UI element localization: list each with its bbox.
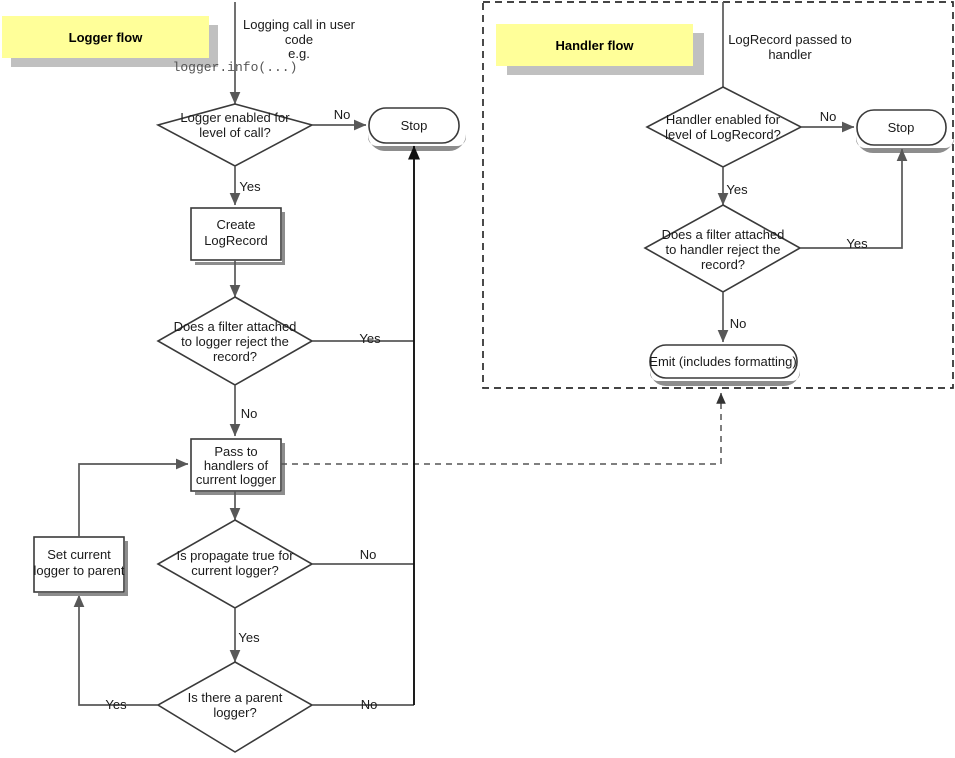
entry-note-line2-handler: handler [768, 47, 812, 62]
terminator-emit[interactable] [649, 344, 798, 379]
handler-flow-panel-border [482, 1, 954, 389]
edge-label-logger-enabled-yes: Yes [239, 179, 261, 194]
decision-handler-filter-line3: record? [701, 257, 745, 272]
process-pass-handlers-line3: current logger [196, 472, 277, 487]
entry-note-line1-logger: Logging call in user [243, 17, 356, 32]
process-pass-handlers-shadow2 [282, 443, 285, 495]
process-create-logrecord-line2: LogRecord [204, 233, 268, 248]
decision-logger-filter-line2: to logger reject the [181, 334, 289, 349]
entry-note-line1-handler: LogRecord passed to [728, 32, 852, 47]
decision-handler-filter-line2: to handler reject the [666, 242, 781, 257]
entry-note-line3-logger: e.g. [288, 46, 310, 61]
decision-logger-enabled-line2: level of call? [199, 125, 271, 140]
decision-logger-filter-line1: Does a filter attached [174, 319, 297, 334]
terminator-stop-handler[interactable] [856, 109, 947, 146]
decision-parent-logger[interactable] [156, 661, 314, 753]
edge-label-logger-enabled-no: No [334, 107, 351, 122]
emit-shadow [650, 370, 800, 386]
terminator-stop-handler-label: Stop [888, 120, 915, 135]
edge-label-logger-filter-no: No [241, 406, 258, 421]
decision-handler-enabled-line1: Handler enabled for [666, 112, 781, 127]
stop-handler-shadow [856, 136, 954, 153]
edge-label-handler-filter-yes: Yes [846, 236, 868, 251]
process-create-logrecord-shadow [195, 262, 285, 265]
edge-label-logger-filter-yes: Yes [359, 331, 381, 346]
logger-flow-banner: Logger flow [2, 16, 209, 58]
edge-handler-filter-yes [800, 148, 908, 249]
decision-handler-enabled-line2: level of LogRecord? [665, 127, 781, 142]
handler-flow-title: Handler flow [555, 37, 634, 53]
process-set-parent-line2: logger to parent [33, 563, 124, 578]
process-create-logrecord[interactable] [190, 207, 282, 261]
edge-label-parent-yes: Yes [105, 697, 127, 712]
edge-label-handler-enabled-yes: Yes [726, 182, 748, 197]
logger-flow-title: Logger flow [68, 29, 143, 45]
process-pass-handlers[interactable] [190, 438, 282, 492]
process-pass-handlers-line1: Pass to [214, 444, 257, 459]
handler-flow-banner: Handler flow [496, 24, 693, 66]
stop-logger-shadow [368, 134, 466, 151]
entry-note-line2-logger: code [285, 32, 313, 47]
edge-label-parent-no: No [361, 697, 378, 712]
edge-pass-handlers-to-handler-flow [281, 392, 726, 465]
process-set-parent-line1: Set current [47, 547, 111, 562]
decision-handler-filter-line1: Does a filter attached [662, 227, 785, 242]
process-create-logrecord-line1: Create [216, 217, 255, 232]
terminator-stop-logger[interactable] [368, 107, 460, 144]
edge-label-handler-filter-no: No [730, 316, 747, 331]
decision-logger-filter-line3: record? [213, 349, 257, 364]
process-set-parent-shadow [38, 593, 128, 596]
terminator-emit-label: Emit (includes formatting) [649, 354, 796, 369]
terminator-stop-logger-label: Stop [401, 118, 428, 133]
entry-note-code-logger: logger.info(...) [173, 60, 298, 75]
decision-logger-enabled-line1: Logger enabled for [180, 110, 290, 125]
edge-parent-yes [73, 594, 158, 706]
decision-propagate-line1: Is propagate true for [176, 548, 294, 563]
process-set-parent-shadow2 [125, 541, 128, 596]
decision-parent-logger-line1: Is there a parent [188, 690, 283, 705]
decision-parent-logger-line2: logger? [213, 705, 256, 720]
process-create-logrecord-shadow2 [282, 212, 285, 265]
decision-propagate-line2: current logger? [191, 563, 278, 578]
process-pass-handlers-shadow [195, 492, 285, 495]
edge-label-propagate-no: No [360, 547, 377, 562]
edge-label-propagate-yes: Yes [238, 630, 260, 645]
edge-set-parent-to-pass-handlers [78, 458, 189, 537]
edge-label-handler-enabled-no: No [820, 109, 837, 124]
process-pass-handlers-line2: handlers of [204, 458, 269, 473]
process-set-parent[interactable] [33, 536, 125, 593]
